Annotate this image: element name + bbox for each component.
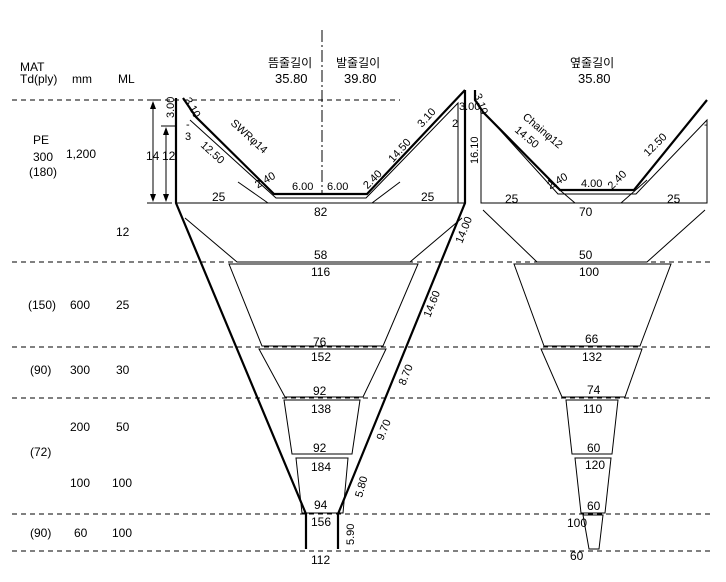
side-width-100: 100 <box>579 265 599 279</box>
dim-12: 12 <box>162 149 176 163</box>
row3-mm: 200 <box>70 420 90 434</box>
side-width-120: 120 <box>585 458 605 472</box>
row1-ml: 25 <box>116 298 130 312</box>
seg-6-00-a: 6.00 <box>292 181 313 193</box>
row5-td: (90) <box>30 526 51 540</box>
side-inner-headline <box>480 112 708 204</box>
wing-line-left <box>237 181 269 204</box>
right-8-70: 8.70 <box>397 363 416 387</box>
side-width-66: 66 <box>585 332 599 346</box>
side-line-label: 옆줄길이 <box>570 56 614 70</box>
right-side-rope <box>336 90 467 549</box>
pe-ply: 300 <box>33 150 53 164</box>
left-side-rope <box>174 98 308 549</box>
left-dash: - <box>186 119 190 131</box>
width-82: 82 <box>314 205 328 219</box>
side-seg-4-00: 4.00 <box>581 178 602 190</box>
width-112: 112 <box>311 553 330 567</box>
side-headline-rope <box>473 90 708 192</box>
side-width-60-a: 60 <box>587 441 601 455</box>
right-3-00: 3.00 <box>459 101 480 113</box>
width-94: 94 <box>314 498 328 512</box>
seg-14-50: 14.50 <box>386 137 413 165</box>
left-3-00: 3.00 <box>165 97 177 118</box>
width-156: 156 <box>311 515 331 529</box>
side-seg-2-40-b: 2.40 <box>606 168 630 192</box>
right-5-90: 5.90 <box>345 524 357 545</box>
width-184: 184 <box>311 460 331 474</box>
seg-6-00-b: 6.00 <box>327 181 348 193</box>
float-line-value: 35.80 <box>275 71 308 86</box>
side-width-100-b: 100 <box>567 516 587 530</box>
side-width-60-c: 60 <box>570 549 584 563</box>
right-9-70: 9.70 <box>375 418 394 442</box>
row4-mm: 100 <box>70 476 90 490</box>
width-92-a: 92 <box>313 384 327 398</box>
float-line-label: 뜸줄길이 <box>268 56 312 70</box>
row1-mm: 600 <box>70 298 90 312</box>
left-3: 3 <box>185 131 191 143</box>
foot-line-value: 39.80 <box>344 71 377 86</box>
side-width-60-b: 60 <box>587 499 601 513</box>
width-92-b: 92 <box>313 441 327 455</box>
width-58: 58 <box>314 248 328 262</box>
side-wing-right <box>620 179 648 204</box>
pe-ply-2: (180) <box>29 165 57 179</box>
mesh-25-a: 25 <box>212 190 226 204</box>
side-width-132: 132 <box>582 350 602 364</box>
side-line-value: 35.80 <box>578 71 611 86</box>
side-top-dash: - <box>704 119 708 131</box>
side-width-74: 74 <box>587 383 601 397</box>
width-116: 116 <box>311 265 330 279</box>
side-mesh-25-a: 25 <box>505 192 519 206</box>
side-width-110: 110 <box>583 402 602 416</box>
row4-ml: 100 <box>112 476 132 490</box>
row2-td: (90) <box>30 363 51 377</box>
row2-ml: 30 <box>116 363 130 377</box>
seg-2-40-b: 2.40 <box>361 168 385 192</box>
col-mat: MAT <box>20 60 45 74</box>
col-ml: ML <box>118 72 135 86</box>
headline-rope <box>182 89 466 196</box>
width-138: 138 <box>311 402 331 416</box>
row3-ml: 50 <box>116 420 130 434</box>
pe-mm: 1,200 <box>66 147 96 161</box>
height-dimension <box>147 99 176 204</box>
right-2: 2 <box>452 118 458 130</box>
side-width-50: 50 <box>579 248 593 262</box>
right-16-10: 16.10 <box>469 136 481 164</box>
pe-ml: 12 <box>116 225 130 239</box>
mesh-25-b: 25 <box>421 190 435 204</box>
side-seg-12-50: 12.50 <box>642 131 670 159</box>
side-net-panels <box>482 209 706 550</box>
col-td: Td(ply) <box>20 72 57 86</box>
swr-label: SWRφ14 <box>228 117 269 156</box>
side-wing-left <box>547 179 576 204</box>
dim-14: 14 <box>146 149 160 163</box>
row5-mm: 60 <box>74 526 88 540</box>
row34-td: (72) <box>30 445 51 459</box>
side-width-70: 70 <box>579 205 593 219</box>
width-152: 152 <box>311 350 331 364</box>
right-5-80: 5.80 <box>353 475 370 499</box>
right-14-60: 14.60 <box>422 289 443 319</box>
main-net-panels <box>176 202 465 514</box>
pe-label: PE <box>33 133 49 147</box>
row1-td: (150) <box>28 298 56 312</box>
side-mesh-25-b: 25 <box>667 192 681 206</box>
width-76: 76 <box>313 335 327 349</box>
row5-ml: 100 <box>112 526 132 540</box>
inner-headline <box>189 101 459 203</box>
row2-mm: 300 <box>70 363 90 377</box>
wing-line-right <box>371 181 401 204</box>
foot-line-label: 발줄길이 <box>336 56 380 70</box>
col-mm: mm <box>72 72 92 86</box>
right-14-00: 14.00 <box>454 215 475 245</box>
